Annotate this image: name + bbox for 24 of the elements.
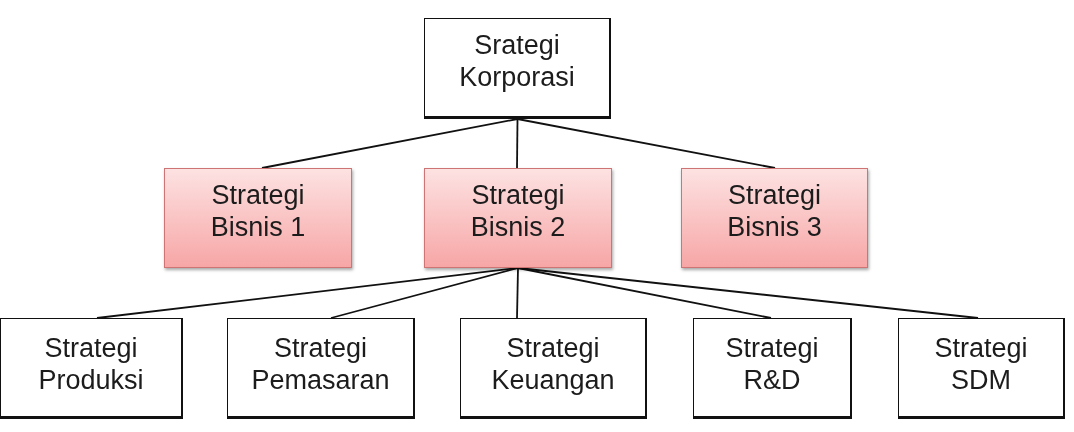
connector-line <box>516 118 776 169</box>
box-label: Strategi Bisnis 1 <box>209 179 307 243</box>
strategy-box <box>424 18 611 119</box>
box-label: Strategi R&D <box>724 332 820 396</box>
connector-line <box>516 118 519 169</box>
strategy-box <box>460 318 647 419</box>
business-strategy-box <box>681 168 868 268</box>
business-strategy-box <box>164 168 352 268</box>
connector-line <box>517 267 979 319</box>
box-label: Strategi Produksi <box>37 332 145 396</box>
box-label: Strategi Bisnis 3 <box>726 179 823 243</box>
business-strategy-box <box>424 168 612 268</box>
strategy-box <box>0 318 183 419</box>
connector-line <box>261 118 519 169</box>
strategy-box <box>227 318 415 419</box>
box-label: Strategi Bisnis 2 <box>469 179 567 243</box>
box-label: Strategi SDM <box>933 332 1029 396</box>
box-label: Strategi Pemasaran <box>250 332 391 396</box>
strategy-box <box>693 318 852 419</box>
connector-line <box>330 267 519 319</box>
strategy-box <box>898 318 1065 419</box>
box-label: Srategi Korporasi <box>458 29 576 93</box>
connector-line <box>516 267 519 319</box>
box-label: Strategi Keuangan <box>490 332 616 396</box>
